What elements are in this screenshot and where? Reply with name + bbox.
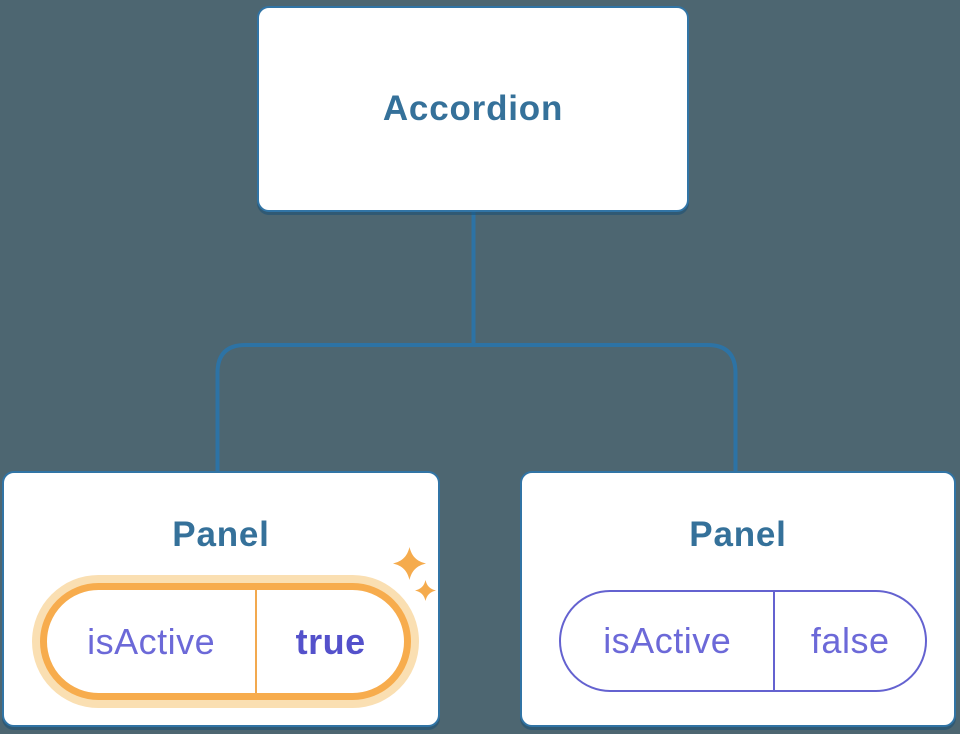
root-component-box: Accordion [257, 6, 689, 212]
state-pill-divider [255, 590, 258, 693]
state-value-cell: false [775, 592, 925, 690]
state-value-cell: true [257, 590, 404, 693]
panel-active-label: Panel [172, 515, 270, 554]
state-key-cell: isActive [561, 592, 773, 690]
state-key-cell: isActive [47, 590, 255, 693]
sparkle-small-icon [415, 580, 436, 601]
state-pill-inactive: isActive false [559, 590, 927, 692]
panel-active-box: Panel isActive true [2, 471, 440, 727]
state-key-label: isActive [603, 620, 732, 661]
panel-inactive-box: Panel isActive false [520, 471, 956, 727]
root-component-label: Accordion [382, 89, 564, 128]
state-value-label: false [810, 620, 890, 661]
state-value-label: true [295, 620, 366, 662]
state-pill-divider [773, 592, 776, 690]
state-key-label: isActive [87, 620, 216, 662]
panel-inactive-label: Panel [689, 515, 787, 554]
state-pill-active: isActive true [40, 583, 411, 700]
